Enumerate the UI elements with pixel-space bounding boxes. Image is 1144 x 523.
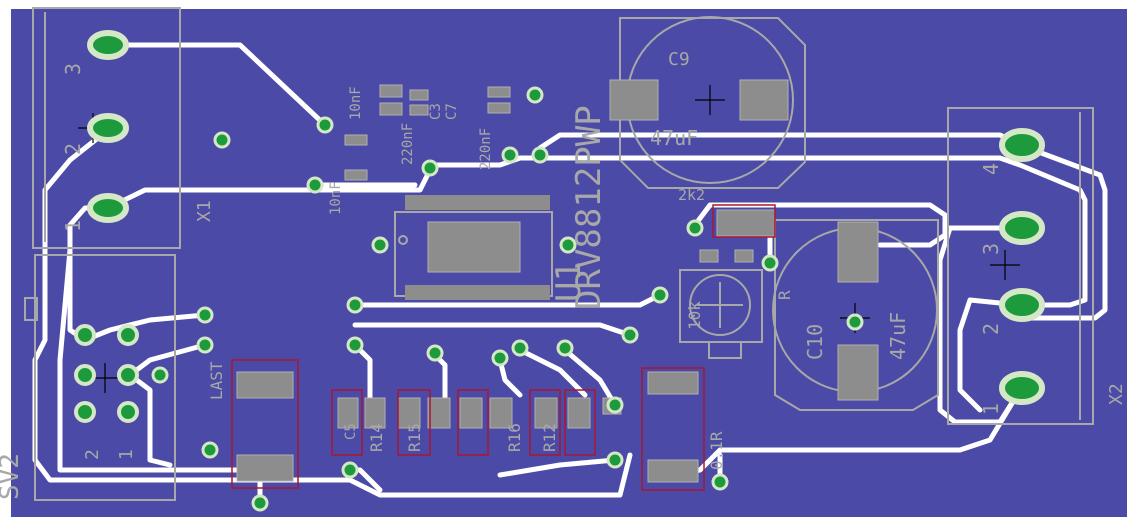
- label-x1-pin1: 1: [61, 220, 85, 232]
- label-r16: R16: [505, 423, 524, 452]
- sv2-outline: [34, 254, 176, 501]
- u1-pins: [405, 195, 550, 300]
- label-c3: C3: [428, 103, 444, 120]
- board-edge: [9, 7, 1129, 519]
- label-x2: X2: [1106, 383, 1127, 405]
- label-c5: C5: [343, 423, 359, 440]
- c9-outline: [619, 17, 806, 189]
- label-sense: 0.1R: [707, 431, 726, 470]
- label-c10: C10: [803, 324, 827, 360]
- label-c-small-1: 10nF: [328, 181, 344, 215]
- label-x2-pin2: 2: [979, 323, 1003, 335]
- label-r12: R12: [540, 423, 559, 452]
- label-2k2: 2k2: [678, 186, 705, 204]
- part-outlines: [231, 204, 776, 491]
- label-x1-pin2: 2: [61, 143, 85, 155]
- x2-outline: [947, 107, 1094, 425]
- smd-pads: [236, 79, 879, 483]
- label-x1: X1: [194, 200, 215, 222]
- label-x2-pin3: 3: [979, 243, 1003, 255]
- label-r-value: 10k: [685, 301, 704, 330]
- label-x2-pin1: 1: [979, 403, 1003, 415]
- label-c-small-2: 10nF: [348, 86, 364, 120]
- label-u1-value: DRV8812PWP: [569, 105, 609, 310]
- th-pads[interactable]: [87, 30, 1045, 405]
- label-x2-pin4: 4: [979, 163, 1003, 175]
- label-u1: U1: [549, 261, 589, 302]
- label-c10-value: 47uF: [886, 312, 910, 360]
- label-c7: C7: [444, 103, 460, 120]
- label-last: LAST: [207, 361, 226, 400]
- vias[interactable]: [151, 86, 864, 512]
- label-sv2: SV2: [0, 453, 25, 500]
- label-c-small-4: 220nF: [478, 128, 494, 170]
- label-r-name: R: [775, 290, 794, 300]
- label-c9-value: 47uF: [650, 126, 698, 150]
- label-sv2-pin1: 1: [116, 449, 137, 460]
- header-pads[interactable]: [74, 324, 139, 423]
- label-c9: C9: [668, 49, 690, 70]
- c10-outline: [774, 219, 939, 411]
- label-r14: R14: [367, 423, 386, 452]
- label-x1-pin3: 3: [61, 63, 85, 75]
- x1-outline: [32, 7, 181, 249]
- label-c-small-3: 220nF: [400, 123, 416, 165]
- label-r15: R15: [405, 423, 424, 452]
- label-sv2-pin2: 2: [82, 449, 103, 460]
